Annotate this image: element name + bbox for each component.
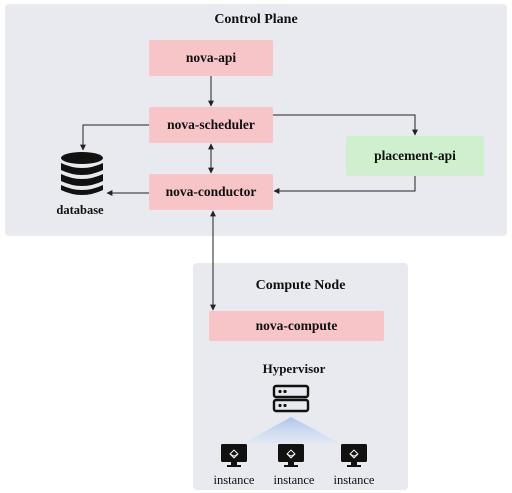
server-icon — [272, 384, 310, 413]
control-plane-title: Control Plane — [214, 12, 298, 27]
nova-compute-box: nova-compute — [209, 311, 384, 341]
placement-api-box: placement-api — [346, 136, 484, 176]
nova-api-box: nova-api — [149, 40, 273, 76]
monitor-icon — [341, 444, 367, 467]
database-icon — [61, 152, 103, 195]
instance-label: instance — [213, 473, 255, 487]
database-label: database — [56, 203, 104, 217]
nova-scheduler-box: nova-scheduler — [149, 107, 273, 143]
scheduler-to-database-arrow — [80, 124, 149, 151]
instance-label: instance — [273, 473, 315, 487]
instance-label: instance — [333, 473, 375, 487]
placement-to-conductor-arrow — [273, 176, 416, 194]
scheduler-to-placement-arrow — [273, 114, 418, 136]
nova-conductor-box: nova-conductor — [149, 174, 273, 210]
monitor-icon — [278, 444, 304, 467]
virtualization-beam — [244, 417, 340, 443]
monitor-icon — [221, 444, 247, 467]
compute-node-title: Compute Node — [255, 278, 346, 293]
hypervisor-label: Hypervisor — [262, 361, 326, 376]
